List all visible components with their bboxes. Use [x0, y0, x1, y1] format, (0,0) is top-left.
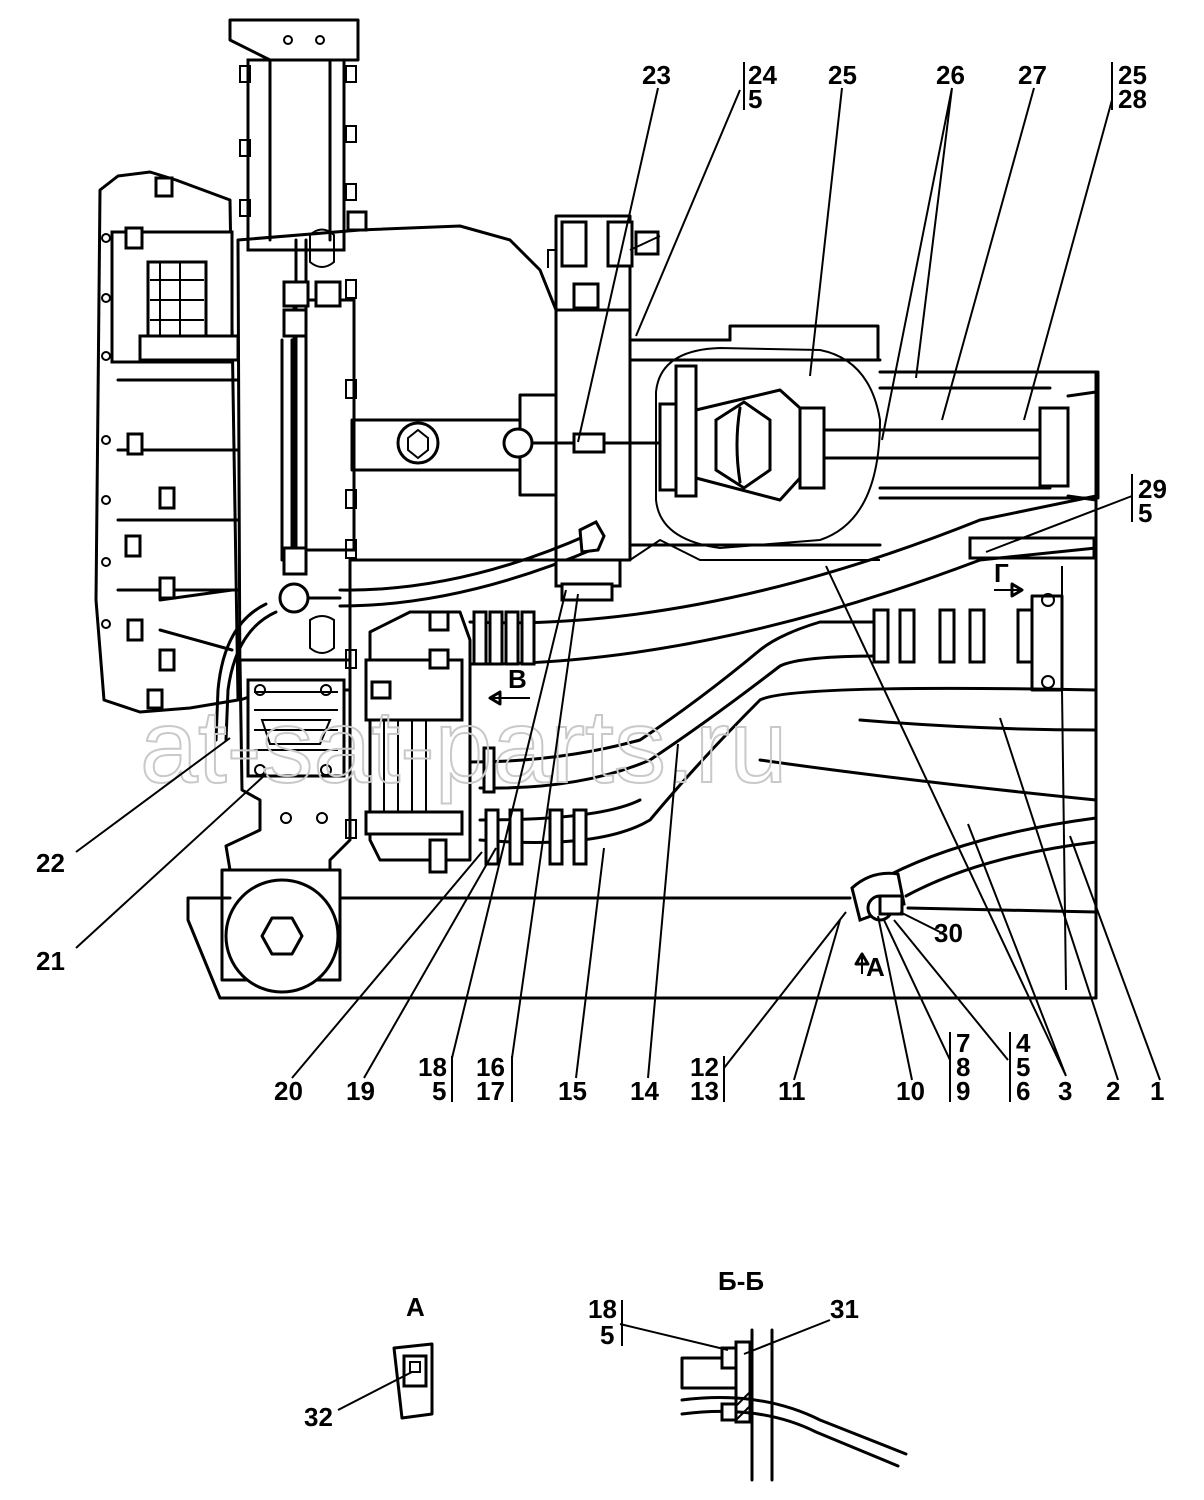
- callout-27: 27: [1018, 60, 1047, 90]
- callout-16: 16: [476, 1052, 505, 1082]
- callout-2: 2: [1106, 1076, 1120, 1106]
- watermark: at-sat-parts.ru: [140, 689, 787, 805]
- callout-12: 12: [690, 1052, 719, 1082]
- transfer-housing: [554, 308, 1100, 602]
- frame-edge: [1061, 370, 1098, 1000]
- view-arrow-g-label: Г: [994, 558, 1009, 588]
- callout-21: 21: [36, 946, 65, 976]
- callout-4: 4: [1016, 1028, 1031, 1058]
- callout-6: 6: [1016, 1076, 1030, 1106]
- callout-17: 17: [476, 1076, 505, 1106]
- callout-14: 14: [630, 1076, 659, 1106]
- detail-a-title: А: [406, 1292, 425, 1322]
- callout-13: 13: [690, 1076, 719, 1106]
- cardan-shaft: [655, 346, 1098, 550]
- view-arrow-a-label: А: [866, 952, 885, 982]
- valve-block: [547, 214, 661, 312]
- callout-19: 19: [346, 1076, 375, 1106]
- callout-24-sub: 5: [748, 84, 762, 114]
- callout-15: 15: [558, 1076, 587, 1106]
- callout-30: 30: [934, 918, 963, 948]
- radiator-housing: [94, 170, 240, 714]
- callout-18-sub: 5: [432, 1076, 446, 1106]
- callout-25-top: 25: [1118, 60, 1147, 90]
- callout-25: 25: [828, 60, 857, 90]
- section-bb-title: Б-Б: [718, 1266, 764, 1296]
- detail-view-a: А 32: [304, 1292, 434, 1432]
- callout-18: 18: [418, 1052, 447, 1082]
- callout-7: 7: [956, 1028, 970, 1058]
- hoses: [468, 494, 1098, 922]
- callout-1: 1: [1150, 1076, 1164, 1106]
- callout-11: 11: [778, 1076, 806, 1106]
- callout-24: 24: [748, 60, 777, 90]
- callout-5: 5: [1016, 1052, 1030, 1082]
- frame-column: [228, 18, 360, 252]
- callout-26: 26: [936, 60, 965, 90]
- callout-3: 3: [1058, 1076, 1072, 1106]
- view-arrow-v-label: В: [508, 664, 527, 694]
- view-arrow-g: Г: [994, 558, 1024, 598]
- leader-lines: [75, 62, 1161, 1102]
- callout-9: 9: [956, 1076, 970, 1106]
- callout-5-section: 5: [600, 1320, 614, 1350]
- callout-20: 20: [274, 1076, 303, 1106]
- callout-31: 31: [830, 1294, 859, 1324]
- pump-housing: [224, 658, 357, 872]
- callout-29: 29: [1138, 474, 1167, 504]
- callout-29-sub: 5: [1138, 498, 1152, 528]
- callout-32: 32: [304, 1402, 333, 1432]
- section-view-bb: Б-Б 18 5 31: [588, 1266, 908, 1482]
- callout-18-section: 18: [588, 1294, 617, 1324]
- callout-28: 28: [1118, 84, 1147, 114]
- callout-8: 8: [956, 1052, 970, 1082]
- callout-22: 22: [36, 848, 65, 878]
- callout-10: 10: [896, 1076, 925, 1106]
- view-arrow-v: В: [488, 664, 530, 706]
- distributor-block: [364, 610, 472, 874]
- view-arrow-a: А: [854, 952, 885, 982]
- callout-labels: 23 24 5 25 26 27 25 28 29 5 22 21 30 20 …: [36, 60, 1167, 1106]
- callout-23: 23: [642, 60, 671, 90]
- hose-clamps: [472, 593, 1064, 866]
